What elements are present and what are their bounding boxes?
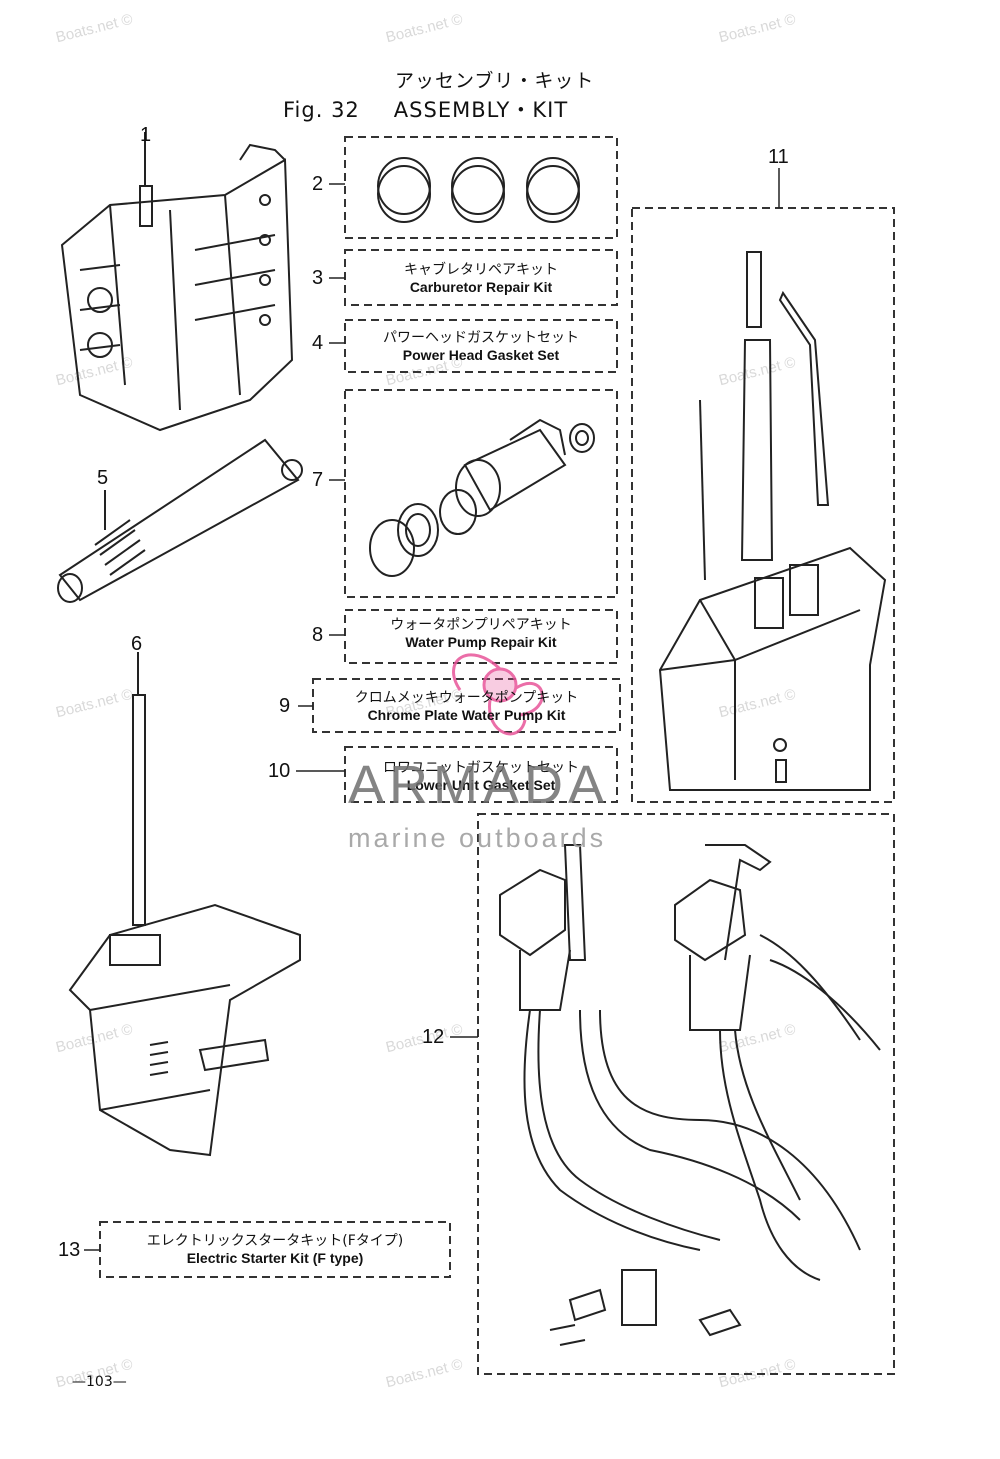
part-number-13: 13 xyxy=(58,1239,81,1261)
part-number-7: 7 xyxy=(312,469,324,491)
kit-label-13: エレクトリックスタータキット(Fタイプ) Electric Starter Ki… xyxy=(100,1230,450,1266)
part-number-9: 9 xyxy=(279,695,291,717)
armada-logo-tagline: marine outboards xyxy=(348,823,607,853)
kit-10-jp: ロワユニットガスケットセット xyxy=(383,760,579,776)
armada-emblem xyxy=(452,653,544,736)
piston-rings-drawing xyxy=(377,157,580,223)
kit-13-en: Electric Starter Kit (F type) xyxy=(186,1250,364,1266)
kit-3-en: Carburetor Repair Kit xyxy=(409,279,553,295)
kit-label-10: ロワユニットガスケットセット Lower Unit Gasket Set xyxy=(345,757,617,793)
armada-logo-name: ARMADA xyxy=(348,755,610,815)
kit-label-8: ウォータポンプリペアキット Water Pump Repair Kit xyxy=(345,614,617,650)
figure-number: Fig. 32 xyxy=(283,98,360,122)
part-number-8: 8 xyxy=(312,624,324,646)
exhaust-housing-drawing xyxy=(658,251,887,791)
part-number-6: 6 xyxy=(131,633,143,655)
part-number-12: 12 xyxy=(422,1026,445,1048)
power-head-drawing xyxy=(60,132,294,432)
kit-4-jp: パワーヘッドガスケットセット xyxy=(383,330,579,346)
remote-control-drawing xyxy=(499,844,881,1346)
lower-unit-drawing xyxy=(68,652,301,1157)
part-number-4: 4 xyxy=(312,332,324,354)
page-number: —103— xyxy=(72,1374,127,1390)
kit-9-jp: クロムメッキウォータポンプキット xyxy=(354,690,579,706)
kit-3-jp: キャブレタリペアキット xyxy=(404,262,558,278)
figure-title-en: Fig. 32 ASSEMBLY・KIT xyxy=(283,94,568,124)
figure-title-jp: アッセンブリ・キット xyxy=(395,70,595,92)
kit-label-4: パワーヘッドガスケットセット Power Head Gasket Set xyxy=(345,327,617,363)
drive-shaft-housing-drawing xyxy=(57,438,303,603)
kit-8-jp: ウォータポンプリペアキット xyxy=(390,617,572,633)
part-number-2: 2 xyxy=(312,173,324,195)
part-number-1: 1 xyxy=(140,124,152,146)
figure-title-text: ASSEMBLY・KIT xyxy=(393,98,569,122)
kit-8-en: Water Pump Repair Kit xyxy=(405,634,557,650)
part-number-3: 3 xyxy=(312,267,324,289)
kit-9-en: Chrome Plate Water Pump Kit xyxy=(367,707,566,723)
kit-10-en: Lower Unit Gasket Set xyxy=(406,777,556,793)
kit-label-3: キャブレタリペアキット Carburetor Repair Kit xyxy=(345,259,617,295)
kit-13-jp: エレクトリックスタータキット(Fタイプ) xyxy=(146,1233,404,1249)
kit-label-9: クロムメッキウォータポンプキット Chrome Plate Water Pump… xyxy=(313,687,620,723)
part-number-11: 11 xyxy=(768,146,789,168)
part-number-5: 5 xyxy=(97,467,109,489)
kit-4-en: Power Head Gasket Set xyxy=(402,347,560,363)
water-pump-drawing xyxy=(369,418,595,577)
part-number-10: 10 xyxy=(268,760,291,782)
